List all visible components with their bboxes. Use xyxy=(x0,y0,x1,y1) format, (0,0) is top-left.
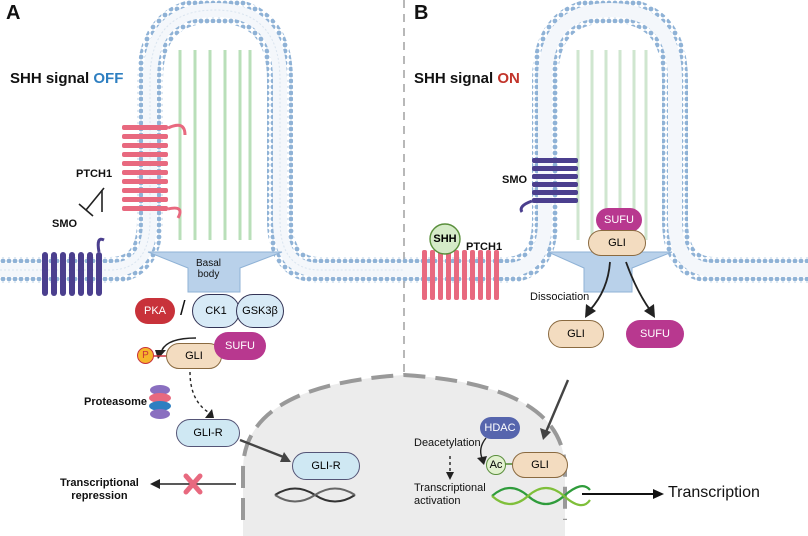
repression-arrowhead xyxy=(150,479,160,489)
left-membrane xyxy=(0,0,404,283)
dissociation-label: Dissociation xyxy=(530,291,590,303)
proteasome-icon xyxy=(149,385,171,419)
right-smo-icon xyxy=(519,158,578,213)
dissociation-arrow-gli xyxy=(589,261,611,311)
hdac-arrow xyxy=(479,437,487,459)
right-ptch1-icon xyxy=(422,250,499,300)
right-sufu-top-pill: SUFU xyxy=(596,208,642,232)
hdac-pill: HDAC xyxy=(480,417,520,439)
phospho-arrow xyxy=(161,337,197,351)
signal-off-state: OFF xyxy=(93,70,124,87)
glir-entry-arrowhead xyxy=(280,452,291,462)
ck1-badge: CK1 xyxy=(192,294,240,328)
pka-badge: PKA xyxy=(135,298,175,324)
proteasome-label: Proteasome xyxy=(84,396,147,408)
shh-label: SHH xyxy=(433,233,457,245)
transcription-label: Transcription xyxy=(668,484,760,501)
left-axoneme xyxy=(178,50,252,240)
degradation-arrowhead xyxy=(205,409,214,418)
kinase-slash: / xyxy=(180,298,186,320)
panel-label-a: A xyxy=(6,2,21,24)
left-gli-pill: GLI xyxy=(166,343,222,369)
nucleus xyxy=(243,375,565,536)
transcription-arrowhead xyxy=(653,489,664,499)
free-gli-pill: GLI xyxy=(548,320,604,348)
nuclear-envelope xyxy=(241,372,567,520)
right-ptch1-label: PTCH1 xyxy=(466,241,503,253)
panel-label-b: B xyxy=(414,2,429,24)
hdac-arrowhead xyxy=(477,456,487,465)
glir-nuclear-pill: GLI-R xyxy=(292,452,360,480)
right-smo-label: SMO xyxy=(502,174,528,186)
signal-off-title: SHH signal OFF xyxy=(10,70,123,87)
inhibition-arrow xyxy=(78,187,105,217)
left-ptch1-icon xyxy=(122,123,187,219)
right-dna-icon xyxy=(491,485,591,507)
right-gli-top-pill: GLI xyxy=(588,230,646,256)
free-sufu-pill: SUFU xyxy=(626,320,684,348)
phosphate-badge: P xyxy=(137,347,154,364)
glir-entry-arrow xyxy=(239,438,287,460)
shh-ligand xyxy=(429,223,461,255)
signal-on-state: ON xyxy=(497,70,520,87)
signal-on-prefix: SHH signal xyxy=(414,70,498,87)
signal-on-title: SHH signal ON xyxy=(414,70,520,87)
activation-arrowhead xyxy=(446,472,454,480)
nuclear-gli-pill: GLI xyxy=(512,452,568,478)
repression-label: Transcriptional repression xyxy=(60,477,139,502)
deacetylation-label: Deacetylation xyxy=(414,437,481,449)
right-basal-body xyxy=(547,251,673,293)
gli-entry-arrowhead xyxy=(540,428,551,440)
left-smo-label: SMO xyxy=(52,218,78,230)
signal-off-prefix: SHH signal xyxy=(10,70,94,87)
left-dna-icon xyxy=(274,487,356,503)
activation-label: Transcriptional activation xyxy=(414,482,486,507)
degradation-arrow xyxy=(189,371,209,413)
phospho-arrowhead xyxy=(155,350,166,359)
left-basal-body xyxy=(147,251,283,293)
blocked-x-icon xyxy=(183,473,203,495)
left-sufu-pill: SUFU xyxy=(214,332,266,360)
dissociation-arrowhead-gli xyxy=(585,304,596,318)
left-ptch1-label: PTCH1 xyxy=(76,168,113,180)
dissociation-arrowhead-sufu xyxy=(644,304,655,318)
right-membrane xyxy=(404,0,808,283)
glir-cyto-pill: GLI-R xyxy=(176,419,240,447)
left-smo-icon xyxy=(42,237,105,296)
dissociation-arrow-sufu xyxy=(625,261,651,311)
gsk3b-badge: GSK3β xyxy=(236,294,284,328)
ac-badge: Ac xyxy=(486,455,506,475)
gli-entry-arrow xyxy=(544,379,570,433)
basal-body-label: Basal body xyxy=(196,258,222,280)
